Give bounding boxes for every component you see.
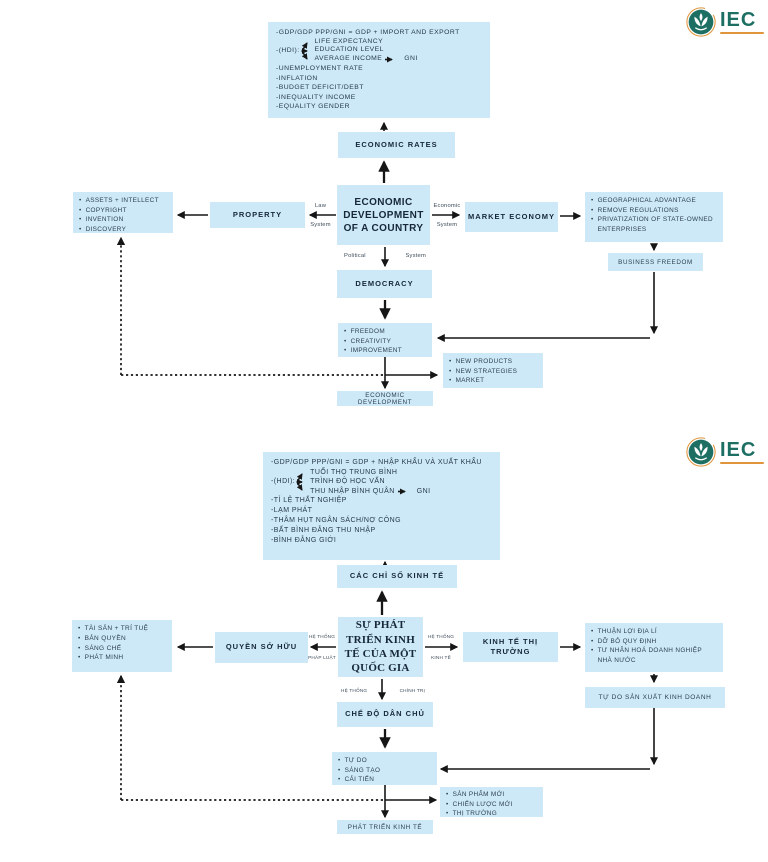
indicator-line: -THÂM HỤT NGÂN SÁCH/NỢ CÔNG [271,517,402,525]
diagram-english: IEC -GDP/GDP PPP/GNI = GDP + IMPORT AND … [0,0,768,430]
freedom-items-box: TỰ DO SÁNG TẠO CẢI TIẾN [332,752,437,785]
iec-logo-icon [686,7,716,37]
list-item: CẢI TIẾN [338,775,431,785]
hdi-label: -(HDI): [276,47,300,55]
list-item: DISCOVERY [79,225,167,235]
freedom-items-box: FREEDOM CREATIVITY IMPROVEMENT [338,323,432,357]
indicator-line: -INFLATION [276,74,318,82]
iec-logo-text: IEC [720,9,757,31]
business-freedom-box: TỰ DO SẢN XUẤT KINH DOANH [585,687,725,708]
hdi-branch: EDUCATION LEVEL [314,46,384,54]
indicator-line: -BUDGET DEFICIT/DEBT [276,84,364,92]
center-topic-box: ECONOMIC DEVELOPMENT OF A COUNTRY [337,185,430,245]
new-items-box: SẢN PHẨM MỚI CHIẾN LƯỢC MỚI THỊ TRƯỜNG [440,787,543,817]
hdi-branch: AVERAGE INCOME GNI [314,55,418,63]
property-box: QUYỀN SỞ HỮU [215,632,308,663]
indicator-line: -TỈ LỆ THẤT NGHIỆP [271,496,347,504]
hdi-row: -(HDI): LIFE EXPECTANCY EDUCATION LEVEL … [276,38,482,65]
hdi-branch-arrows-icon [296,473,304,491]
list-item: COPYRIGHT [79,206,167,216]
list-item: TÀI SẢN + TRÍ TUỆ [78,624,166,634]
list-item: SẢN PHẨM MỚI [446,790,537,800]
list-item: SÁNG CHẾ [78,644,166,654]
connector-lines [116,560,658,819]
iec-logo-wordmark: IEC [720,10,764,34]
economic-rates-box: CÁC CHỈ SỐ KINH TẾ [337,565,457,588]
market-economy-box: KINH TẾ THỊ TRƯỜNG [463,632,558,662]
hdi-target: GNI [404,55,418,63]
hdi-branch: TRÌNH ĐỘ HỌC VẤN [310,478,386,486]
right-arrow-icon [397,488,406,495]
gdp-formula-line: -GDP/GDP PPP/GNI = GDP + NHẬP KHẨU VÀ XU… [271,459,482,466]
hdi-target: GNI [416,487,431,495]
market-items-box: THUẬN LỢI ĐỊA LÍ DỠ BỎ QUY ĐỊNH TƯ NHÂN … [585,623,723,672]
law-system-label: HỆ THỐNG PHÁP LUẬT [308,634,336,660]
hdi-branch: LIFE EXPECTANCY [314,37,384,45]
list-item: TƯ NHÂN HOÁ DOANH NGHIỆP NHÀ NƯỚC [591,646,717,665]
property-items-box: TÀI SẢN + TRÍ TUỆ BẢN QUYỀN SÁNG CHẾ PHÁ… [72,620,172,672]
list-item: ASSETS + INTELLECT [79,196,167,206]
economic-indicators-box: -GDP/GDP PPP/GNI = GDP + IMPORT AND EXPO… [268,22,490,118]
list-item: PRIVATIZATION OF STATE-OWNED ENTERPRISES [591,215,717,234]
connector-lines [116,121,658,390]
iec-logo-wordmark: IEC [720,440,764,464]
economic-rates-box: ECONOMIC RATES [338,132,455,158]
democracy-box: CHẾ ĐỘ DÂN CHỦ [337,702,433,727]
indicator-line: -EQUALITY GENDER [276,103,350,111]
list-item: INVENTION [79,215,167,225]
list-item: THỊ TRƯỜNG [446,809,537,819]
property-box: PROPERTY [210,202,305,228]
iec-logo-icon [686,437,716,467]
list-item: DỠ BỎ QUY ĐỊNH [591,637,717,647]
list-item: TỰ DO [338,756,431,766]
democracy-box: DEMOCRACY [337,270,432,298]
hdi-branch: TUỔI THỌ TRUNG BÌNH [310,469,398,477]
iec-logo-tagline [720,32,764,34]
economic-system-label: Economic System [433,203,461,228]
indicator-line: -INEQUALITY INCOME [276,93,356,101]
hdi-branch: THU NHẬP BÌNH QUÂN GNI [310,487,431,495]
political-system-label: Political System [344,253,426,259]
list-item: REMOVE REGULATIONS [591,206,717,216]
property-items-box: ASSETS + INTELLECT COPYRIGHT INVENTION D… [73,192,173,233]
diagram-vietnamese: IEC -GDP/GDP PPP/GNI = GDP + NHẬP KHẨU V… [0,432,768,862]
iec-logo: IEC [686,437,764,467]
business-freedom-box: BUSINESS FREEDOM [608,253,703,271]
list-item: CHIẾN LƯỢC MỚI [446,800,537,810]
outcome-box: PHÁT TRIỂN KINH TẾ [337,820,433,834]
list-item: MARKET [449,376,537,386]
economic-system-label: HỆ THỐNG KINH TẾ [427,634,455,660]
indicator-line: -BẤT BÌNH ĐẲNG THU NHẬP [271,527,376,535]
hdi-label: -(HDI): [271,477,296,485]
political-system-label: HỆ THỐNG CHÍNH TRỊ [341,688,425,693]
list-item: BẢN QUYỀN [78,634,166,644]
list-item: NEW PRODUCTS [449,357,537,367]
outcome-box: ECONOMIC DEVELOPMENT [337,391,433,406]
iec-logo-tagline [720,462,764,464]
indicator-line: -LẠM PHÁT [271,506,313,514]
list-item: CREATIVITY [344,337,426,347]
new-items-box: NEW PRODUCTS NEW STRATEGIES MARKET [443,353,543,388]
center-topic-box: SỰ PHÁT TRIỂN KINH TẾ CỦA MỘT QUỐC GIA [338,617,423,677]
indicator-line: -BÌNH ĐẲNG GIỚI [271,537,337,545]
hdi-row: -(HDI): TUỔI THỌ TRUNG BÌNH TRÌNH ĐỘ HỌC… [271,468,492,496]
list-item: NEW STRATEGIES [449,367,537,377]
list-item: IMPROVEMENT [344,346,426,356]
list-item: FREEDOM [344,327,426,337]
law-system-label: Law System [310,203,331,228]
right-arrow-icon [385,56,394,63]
market-items-box: GEOGRAPHICAL ADVANTAGE REMOVE REGULATION… [585,192,723,242]
list-item: PHÁT MINH [78,653,166,663]
list-item: SÁNG TẠO [338,766,431,776]
economic-indicators-box: -GDP/GDP PPP/GNI = GDP + NHẬP KHẨU VÀ XU… [263,452,500,560]
hdi-branch-arrows-icon [300,42,308,60]
indicator-line: -UNEMPLOYMENT RATE [276,65,364,73]
list-item: THUẬN LỢI ĐỊA LÍ [591,627,717,637]
iec-logo-text: IEC [720,439,757,461]
list-item: GEOGRAPHICAL ADVANTAGE [591,196,717,206]
market-economy-box: MARKET ECONOMY [465,202,558,232]
gdp-formula-line: -GDP/GDP PPP/GNI = GDP + IMPORT AND EXPO… [276,29,460,36]
iec-logo: IEC [686,7,764,37]
